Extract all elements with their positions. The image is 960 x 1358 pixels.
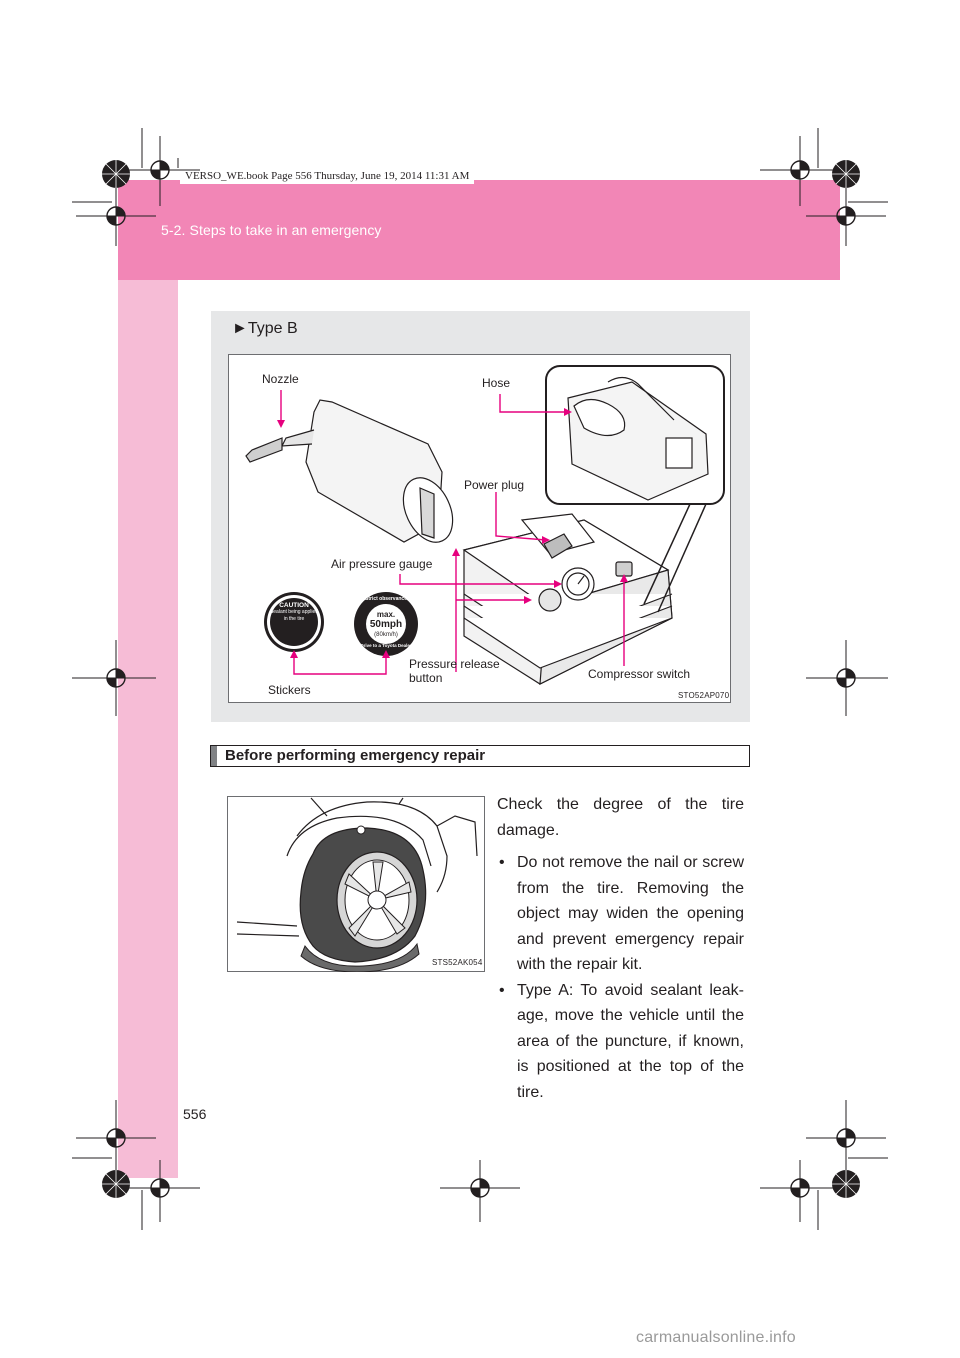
instruction-item: Type A: To avoid sealant leak­age, move … [497,978,744,1106]
speed-sticker-arc-bottom: Drive to a Toyota Dealer [360,643,412,648]
label-nozzle: Nozzle [262,372,299,386]
repair-kit-illustration [245,365,725,686]
section-heading-marker [211,746,217,766]
label-pressure-release-line2: button [409,671,443,685]
instruction-list: Do not remove the nail or screw from the… [497,850,744,1105]
speed-sticker-max: max. [376,610,396,619]
flat-tire-illustration [236,797,478,972]
print-info-slug: VERSO_WE.book Page 556 Thursday, June 19… [180,168,475,184]
page-number: 556 [183,1106,207,1122]
section-heading-bar [210,745,750,767]
label-hose: Hose [482,376,511,390]
side-color-strip [118,280,178,1178]
compressor-case-drawing [462,513,673,686]
figure-type-label: ►Type B [232,320,298,337]
label-stickers: Stickers [268,683,311,697]
caution-sticker-line2: in the tire [283,616,305,622]
speed-sticker-speed: 50mph [369,619,403,630]
caution-sticker-title: CAUTION [279,602,309,609]
figure-code: STO52AP070 [678,691,730,700]
label-air-pressure-gauge: Air pressure gauge [331,557,433,571]
label-compressor-switch: Compressor switch [588,667,691,681]
speed-sticker-drawing [354,592,418,656]
label-pressure-release-line1: Pressure release [409,657,500,671]
speed-sticker-text: max. 50mph (80km/h) [358,610,414,640]
label-power-plug: Power plug [464,478,525,492]
caution-sticker-drawing [264,592,324,652]
site-watermark: carmanualsonline.info [636,1329,796,1346]
header-band [118,180,840,280]
instruction-item: Do not remove the nail or screw from the… [497,850,744,978]
body-text: Check the degree of the tire damage. Do … [497,792,744,1105]
intro-paragraph: Check the degree of the tire damage. [497,796,744,839]
speed-sticker-arc-top: Strict observance [365,596,407,602]
tire-figure-code: STS52AK054 [432,958,483,967]
section-heading: Before performing emergency repair [225,747,486,764]
caution-sticker-text: CAUTION Sealant being applied in the tir… [266,602,322,623]
sealant-bottle-drawing [245,399,454,543]
section-title: 5-2. Steps to take in an emergency [161,222,382,238]
hose-inset-drawing [545,365,725,613]
caution-sticker-line1: Sealant being applied [269,609,319,615]
speed-sticker-kmh: (80km/h) [374,632,398,638]
